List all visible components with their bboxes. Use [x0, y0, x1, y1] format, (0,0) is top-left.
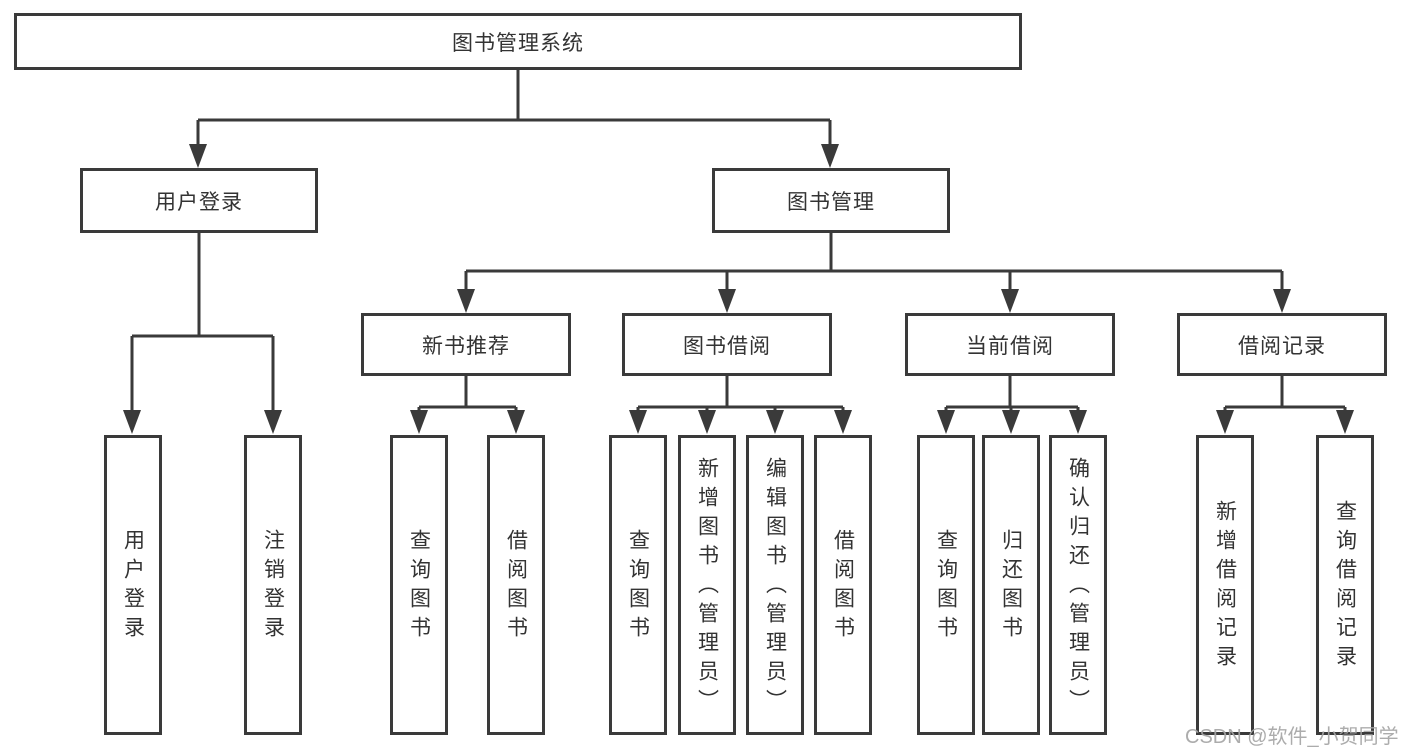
node-current-borrowing: 当前借阅 — [905, 313, 1115, 376]
node-leaf-query-books-recommend: 查询图书 — [390, 435, 448, 735]
node-user-login: 用户登录 — [80, 168, 318, 233]
node-leaf-add-borrow-record: 新增借阅记录 — [1196, 435, 1254, 735]
node-library-management-system: 图书管理系统 — [14, 13, 1022, 70]
node-new-book-recommend: 新书推荐 — [361, 313, 571, 376]
node-leaf-user-login: 用户登录 — [104, 435, 162, 735]
node-leaf-edit-book-admin: 编辑图书（管理员） — [746, 435, 804, 735]
node-leaf-query-books-borrow: 查询图书 — [609, 435, 667, 735]
node-leaf-borrow-books: 借阅图书 — [814, 435, 872, 735]
node-leaf-confirm-return-admin: 确认归还（管理员） — [1049, 435, 1107, 735]
node-book-management: 图书管理 — [712, 168, 950, 233]
node-book-borrowing: 图书借阅 — [622, 313, 832, 376]
node-leaf-query-books-current: 查询图书 — [917, 435, 975, 735]
node-borrowing-records: 借阅记录 — [1177, 313, 1387, 376]
csdn-watermark: CSDN @软件_小贺同学 — [1185, 726, 1399, 748]
node-leaf-borrow-books-recommend: 借阅图书 — [487, 435, 545, 735]
node-leaf-return-book: 归还图书 — [982, 435, 1040, 735]
node-leaf-logout: 注销登录 — [244, 435, 302, 735]
node-leaf-query-borrow-record: 查询借阅记录 — [1316, 435, 1374, 735]
node-leaf-add-book-admin: 新增图书（管理员） — [678, 435, 736, 735]
arrowheads — [123, 144, 1354, 434]
